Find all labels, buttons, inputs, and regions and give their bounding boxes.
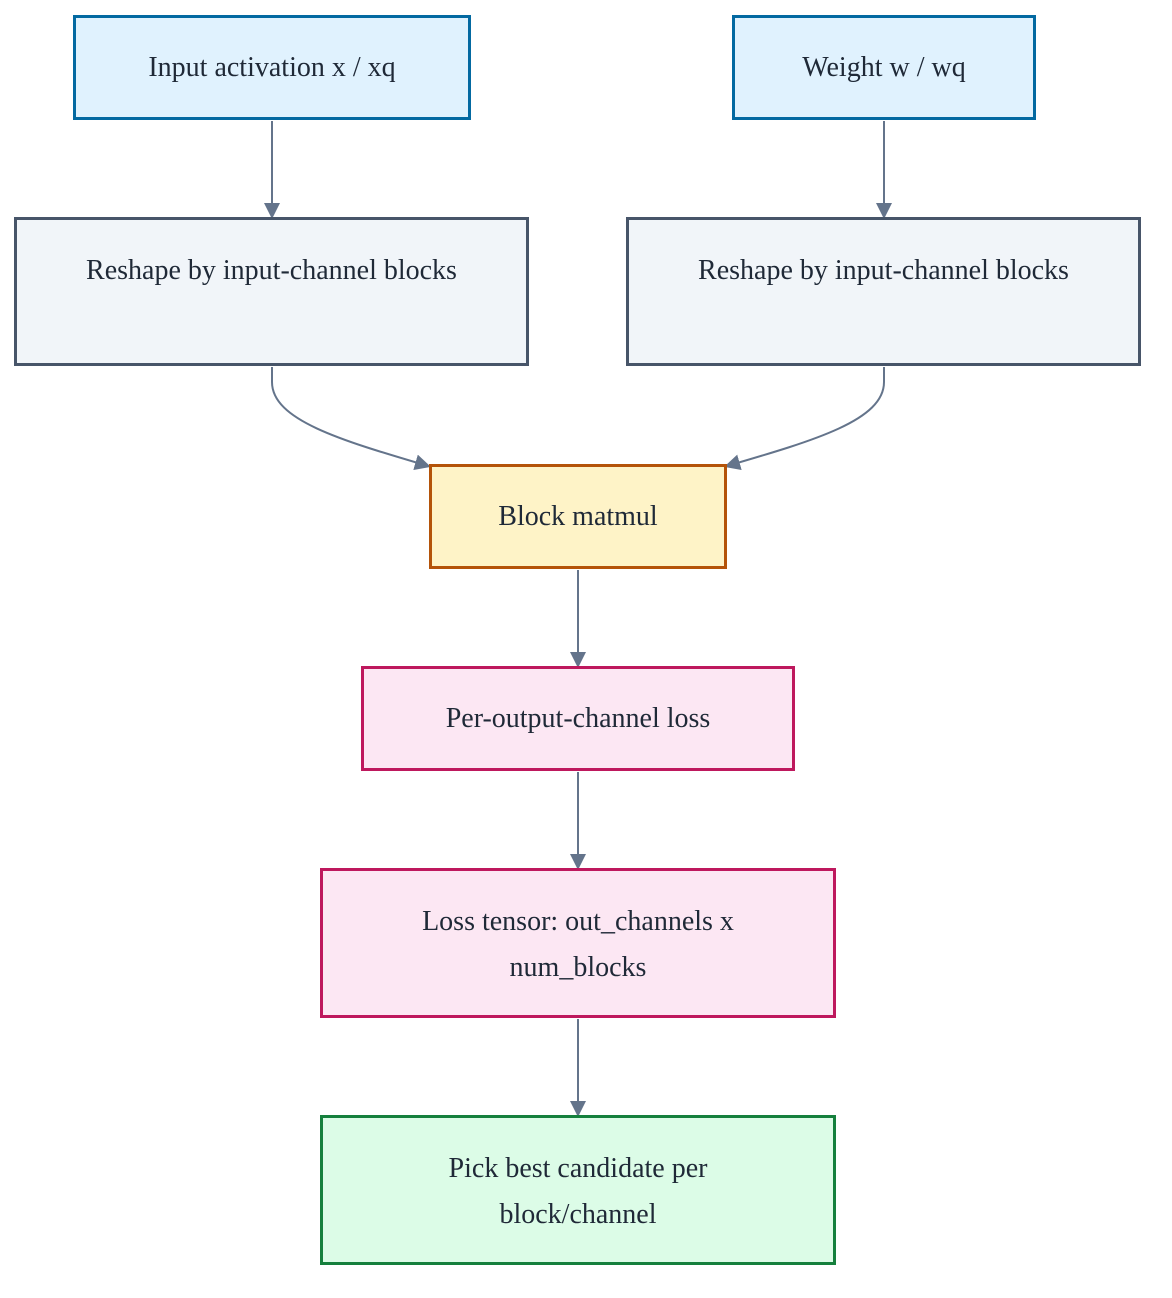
node-reshape-left-label: Reshape by input-channel blocks xyxy=(86,255,457,286)
node-pick-best: Pick best candidate per block/channel xyxy=(320,1115,836,1265)
node-weight: Weight w / wq xyxy=(732,15,1036,120)
node-pick-best-label: Pick best candidate per block/channel xyxy=(448,1153,708,1230)
node-per-output-loss: Per-output-channel loss xyxy=(361,666,795,771)
node-reshape-left: Reshape by input-channel blocks xyxy=(14,217,529,366)
node-weight-label: Weight w / wq xyxy=(802,51,966,83)
node-loss-tensor: Loss tensor: out_channels x num_blocks xyxy=(320,868,836,1018)
node-input-activation: Input activation x / xq xyxy=(73,15,471,120)
node-per-output-loss-label: Per-output-channel loss xyxy=(445,702,711,734)
node-block-matmul: Block matmul xyxy=(429,464,727,569)
node-reshape-right-label: Reshape by input-channel blocks xyxy=(698,255,1069,286)
edge-reshape-right-to-matmul xyxy=(724,367,885,471)
edge-reshape-left-to-matmul xyxy=(271,367,431,470)
node-reshape-right: Reshape by input-channel blocks xyxy=(626,217,1141,366)
node-input-activation-label: Input activation x / xq xyxy=(148,51,396,83)
node-block-matmul-label: Block matmul xyxy=(498,500,658,532)
node-loss-tensor-label: Loss tensor: out_channels x num_blocks xyxy=(422,906,734,983)
